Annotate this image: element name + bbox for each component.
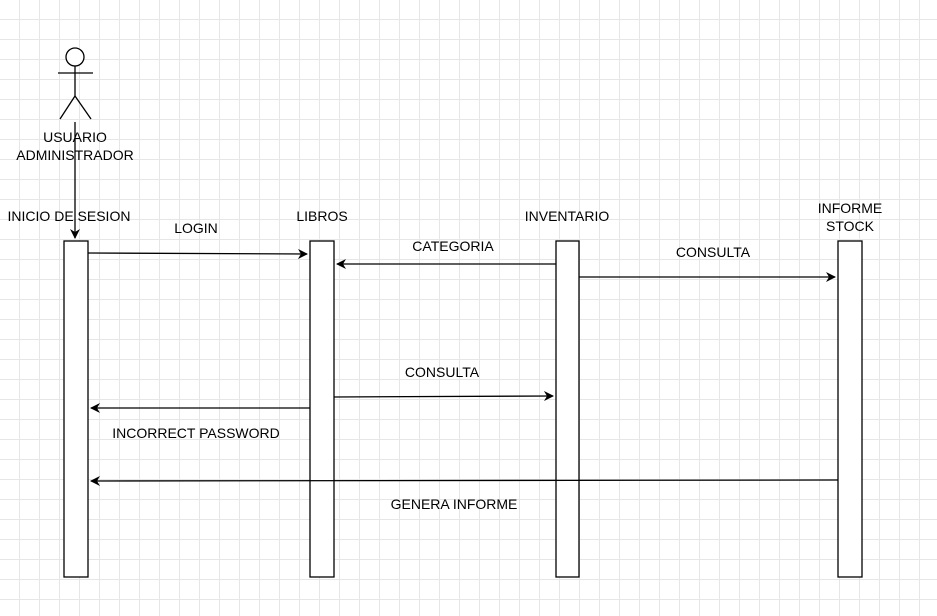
actor-stick-figure[interactable] [58, 47, 93, 120]
lifeline-label-inventario: INVENTARIO [524, 208, 610, 224]
activation-bar-inicio-sesion[interactable] [63, 240, 89, 578]
actor-label-line2: ADMINISTRADOR [16, 147, 134, 163]
message-label-genera-informe: GENERA INFORME [390, 496, 518, 512]
message-label-consulta-informe: CONSULTA [675, 244, 751, 260]
lifeline-label-libros: LIBROS [296, 208, 348, 224]
actor-left-leg [59, 95, 76, 120]
lifeline-label-informe-line2: STOCK [826, 218, 874, 234]
message-label-incorrect-password: INCORRECT PASSWORD [112, 425, 280, 441]
message-label-categoria: CATEGORIA [412, 238, 494, 254]
message-genera-informe-arrow[interactable] [90, 475, 839, 486]
lifeline-label-informe-line1: INFORME [817, 200, 883, 216]
actor-head [65, 47, 85, 67]
activation-bar-inventario[interactable] [555, 240, 580, 578]
lifeline-label-inicio-sesion: INICIO DE SESION [7, 208, 131, 224]
message-consulta-inventario-arrow[interactable] [333, 391, 554, 402]
actor-right-leg [74, 95, 92, 120]
activation-bar-informe-stock[interactable] [837, 240, 863, 578]
message-label-login: LOGIN [174, 220, 218, 236]
message-label-consulta-inventario: CONSULTA [404, 364, 480, 380]
activation-bar-libros[interactable] [309, 240, 335, 578]
message-login-arrow[interactable] [87, 248, 308, 259]
actor-label-line1: USUARIO [43, 129, 107, 145]
